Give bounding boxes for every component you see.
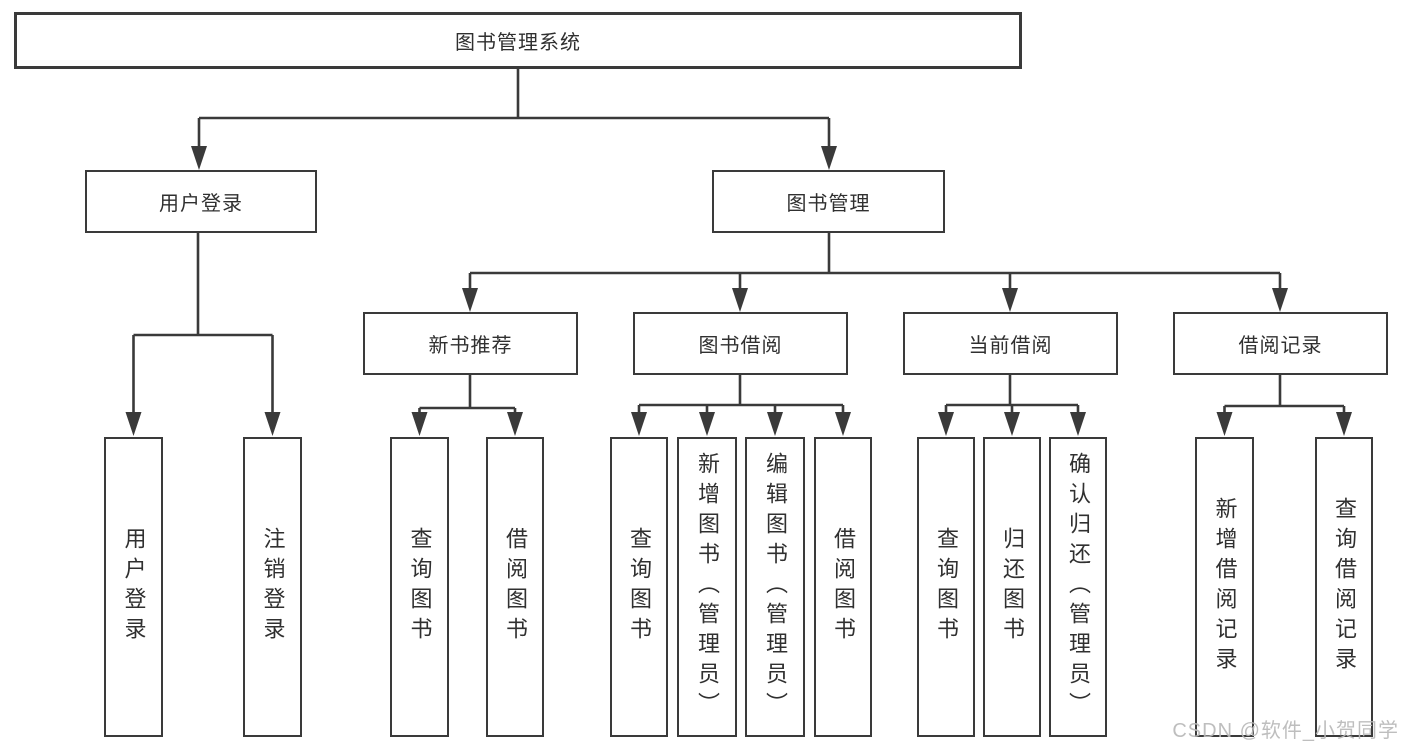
leaf-query-books-recommend: 查询图书: [390, 437, 449, 737]
arrowhead-icon: [732, 288, 748, 312]
node-label: 查询图书: [627, 527, 652, 647]
connector-userlogin-to-leaves: [132, 233, 274, 416]
leaf-query-borrow-record: 查询借阅记录: [1315, 437, 1373, 737]
node-label: 当前借阅: [968, 335, 1053, 357]
arrowhead-icon: [125, 412, 142, 436]
node-label: 图书管理系统: [455, 32, 581, 54]
connector-records-to-leaves: [1223, 375, 1346, 416]
csdn-watermark: CSDN @软件_小贺同学: [1172, 720, 1399, 742]
node-book-management: 图书管理: [712, 170, 945, 233]
leaf-edit-books-admin: 编辑图书（管理员）: [745, 437, 805, 737]
arrowhead-icon: [264, 412, 281, 436]
connector-bookmgmt-to-level3: [468, 233, 1282, 292]
node-label: 新增借阅记录: [1212, 497, 1238, 677]
connector-current-to-leaves: [944, 375, 1080, 416]
node-label: 图书管理: [786, 193, 871, 215]
leaf-borrow-books: 借阅图书: [814, 437, 872, 737]
node-label: 新增图书（管理员）: [695, 452, 720, 722]
arrowhead-icon: [835, 412, 851, 436]
node-current-borrow: 当前借阅: [903, 312, 1118, 375]
node-label: 用户登录: [159, 193, 243, 215]
node-root-system: 图书管理系统: [14, 12, 1022, 69]
leaf-confirm-return-admin: 确认归还（管理员）: [1049, 437, 1107, 737]
node-borrow-records: 借阅记录: [1173, 312, 1388, 375]
arrowhead-icon: [938, 412, 954, 436]
node-new-book-recommend: 新书推荐: [363, 312, 578, 375]
arrowhead-icon: [1002, 288, 1018, 312]
node-label: 查询借阅记录: [1332, 497, 1357, 677]
arrowhead-icon: [631, 412, 647, 436]
leaf-query-books-current: 查询图书: [917, 437, 975, 737]
arrowhead-icon: [1216, 412, 1233, 436]
arrowhead-icon: [1336, 412, 1352, 436]
arrowhead-icon: [462, 288, 478, 312]
leaf-return-books: 归还图书: [983, 437, 1041, 737]
node-label: 借阅图书: [503, 527, 528, 647]
leaf-add-books-admin: 新增图书（管理员）: [677, 437, 737, 737]
node-label: 确认归还（管理员）: [1066, 452, 1091, 722]
node-label: 借阅图书: [831, 527, 856, 647]
node-label: 归还图书: [1000, 527, 1025, 647]
node-user-login: 用户登录: [85, 170, 317, 233]
connector-root-to-level2: [197, 68, 831, 150]
node-label: 编辑图书（管理员）: [763, 452, 788, 722]
arrowhead-icon: [699, 412, 715, 436]
node-label: 图书借阅: [698, 335, 783, 357]
arrowhead-icon: [191, 146, 207, 170]
leaf-add-borrow-record: 新增借阅记录: [1195, 437, 1254, 737]
arrowhead-icon: [1004, 412, 1020, 436]
arrowhead-icon: [411, 412, 428, 436]
node-label: 用户登录: [121, 527, 147, 647]
connector-borrow-to-leaves: [637, 375, 845, 416]
arrowhead-icon: [767, 412, 783, 436]
node-label: 新书推荐: [428, 335, 513, 357]
node-label: 注销登录: [260, 527, 286, 647]
leaf-user-login: 用户登录: [104, 437, 163, 737]
arrowhead-icon: [1272, 288, 1288, 312]
node-label: 查询图书: [407, 527, 433, 647]
leaf-logout: 注销登录: [243, 437, 302, 737]
node-label: 借阅记录: [1238, 335, 1323, 357]
node-label: 查询图书: [934, 527, 959, 647]
arrowhead-icon: [821, 146, 837, 170]
node-book-borrow: 图书借阅: [633, 312, 848, 375]
connector-newbook-to-leaves: [418, 375, 517, 416]
leaf-borrow-books-recommend: 借阅图书: [486, 437, 544, 737]
leaf-query-books-borrow: 查询图书: [610, 437, 668, 737]
arrowhead-icon: [507, 412, 523, 436]
arrowhead-icon: [1070, 412, 1086, 436]
